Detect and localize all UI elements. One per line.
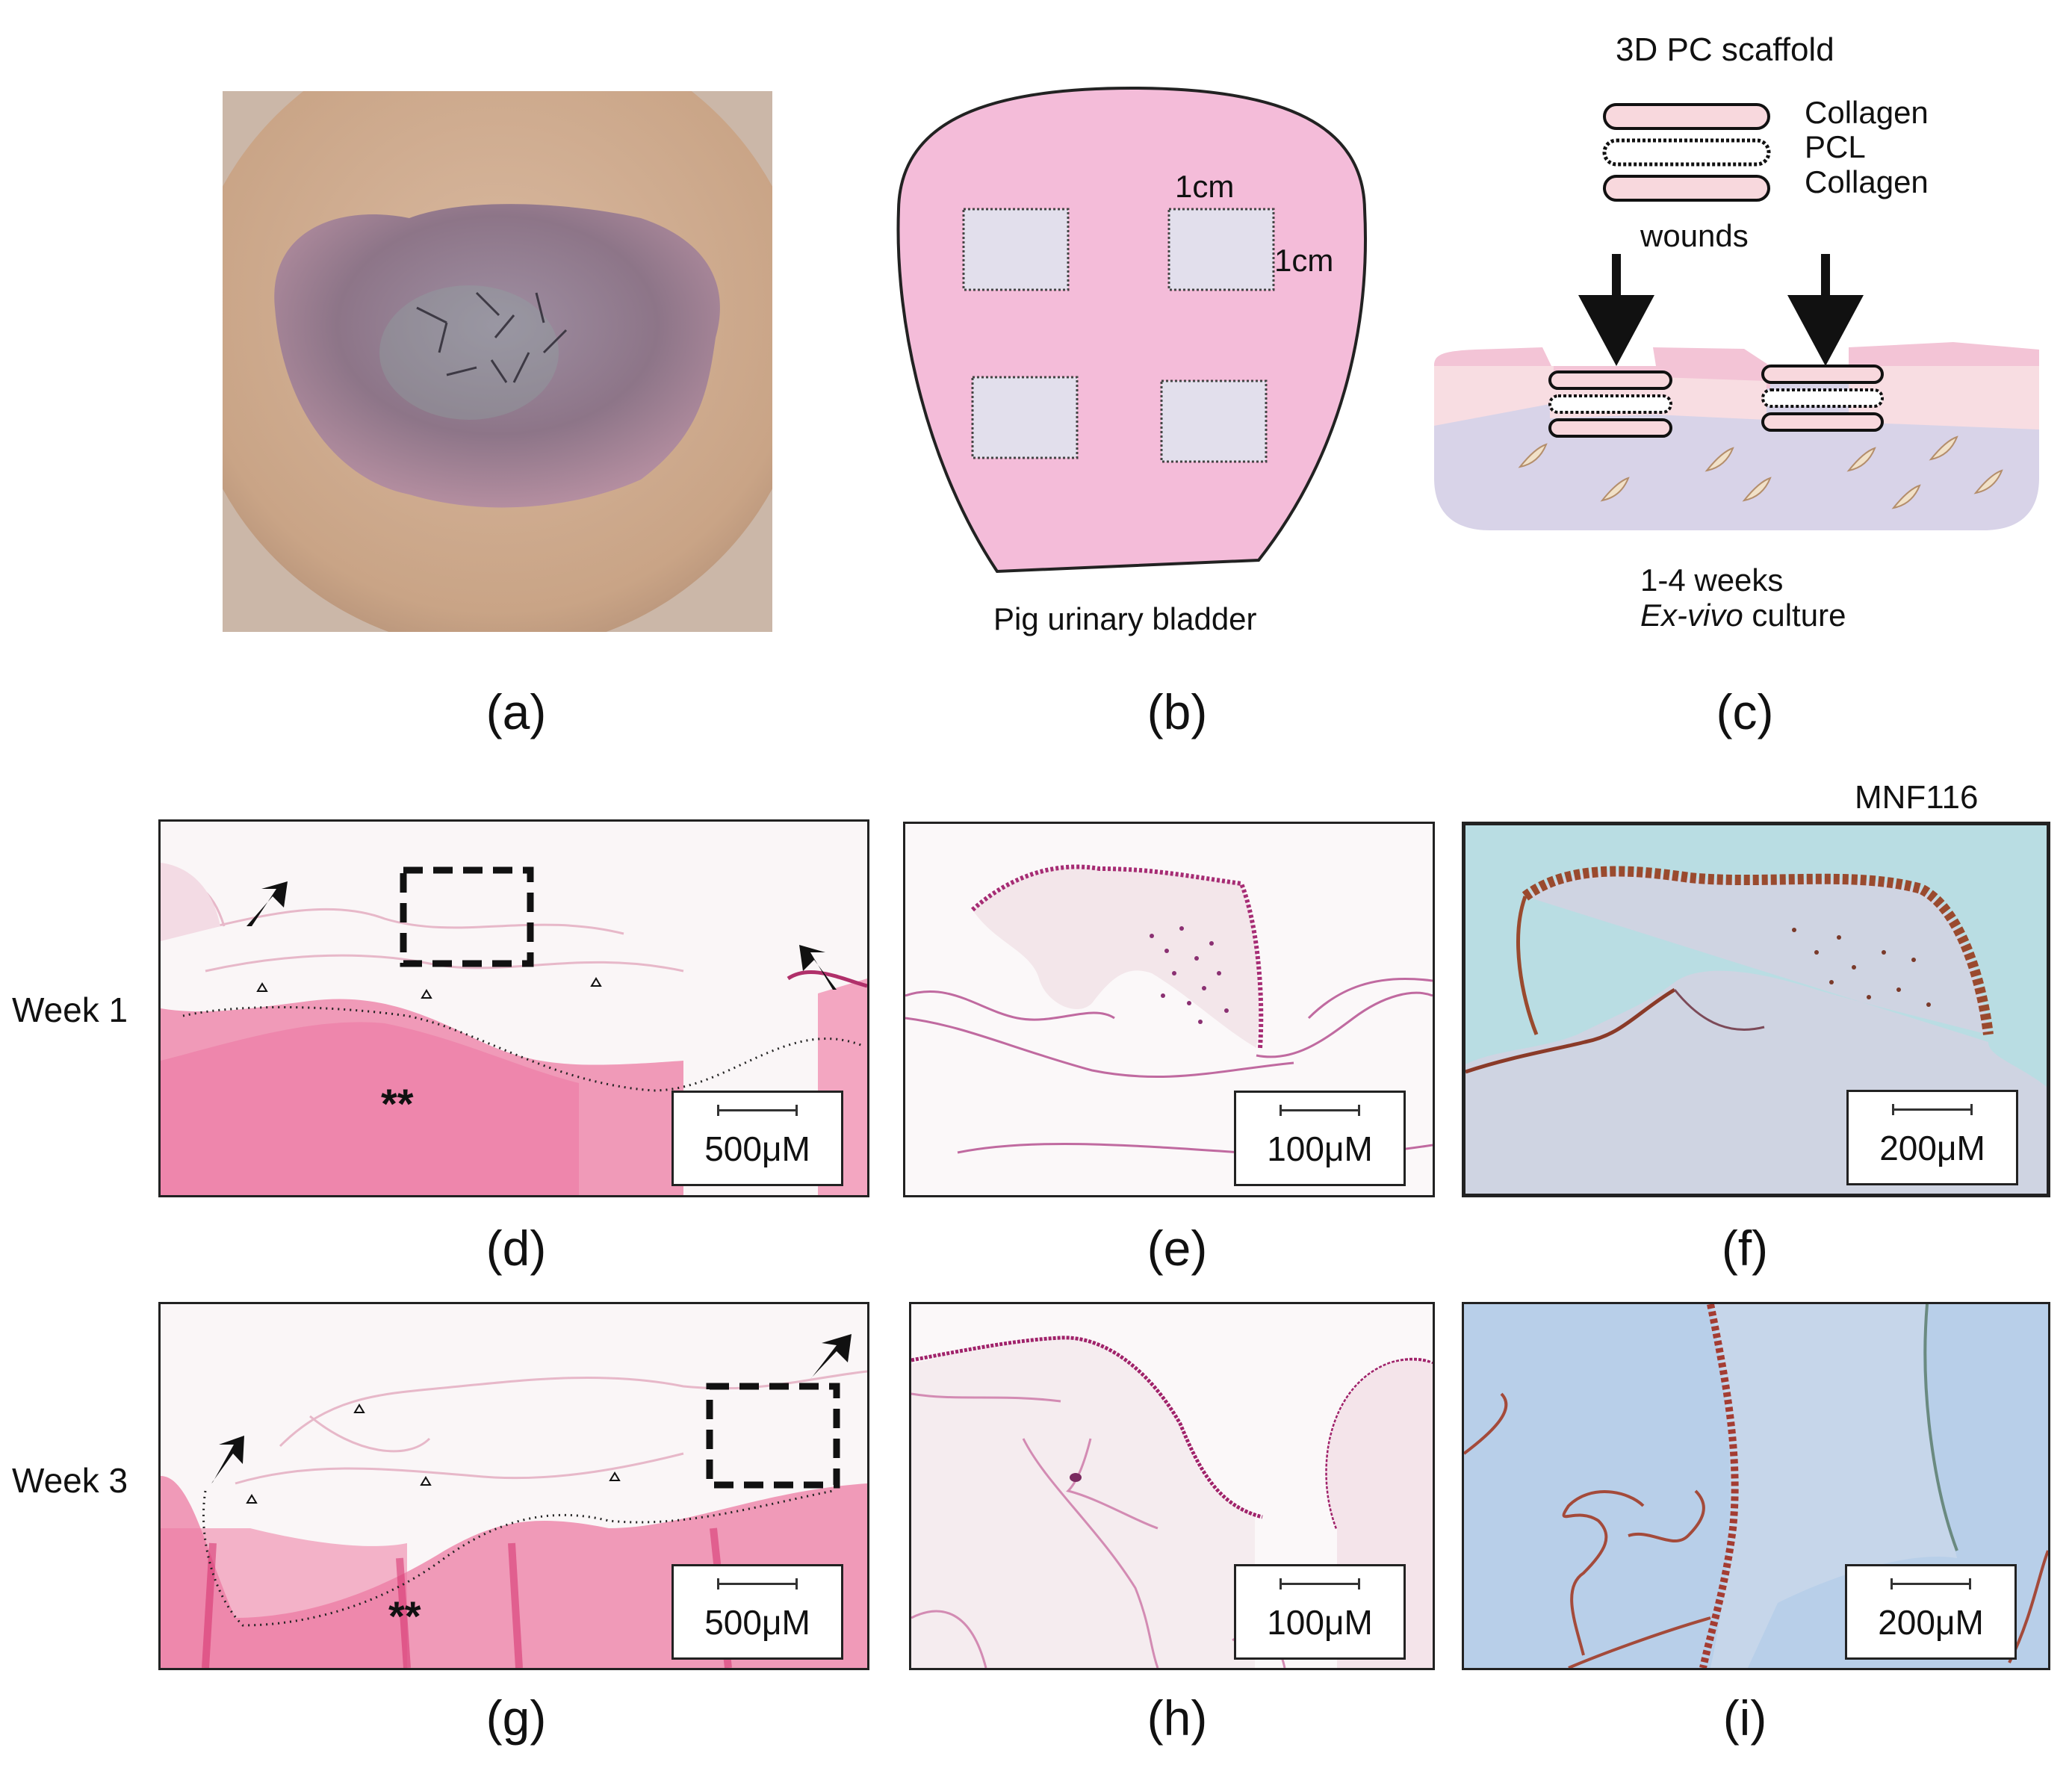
- hyperplastic-marker: **: [381, 1080, 414, 1127]
- culture-type-rest: culture: [1743, 598, 1846, 633]
- panel-i-micrograph: 200μM: [1462, 1302, 2050, 1670]
- panel-f-micrograph: 200μM: [1462, 822, 2050, 1197]
- stain-label: MNF116: [1855, 779, 1979, 816]
- panel-b-label: (b): [1147, 684, 1208, 739]
- row-label-week1: Week 1: [12, 990, 128, 1029]
- scaffold-layers: [1598, 97, 1778, 209]
- dimension-height-label: 1cm: [1274, 243, 1334, 278]
- scale-bar-g: 500μM: [671, 1564, 843, 1660]
- scale-bar-d: 500μM: [671, 1091, 843, 1186]
- dimension-width-label: 1cm: [1175, 169, 1235, 204]
- hyperplastic-marker-g: **: [388, 1592, 421, 1640]
- panel-d-label: (d): [486, 1221, 547, 1276]
- scale-bar-h-text: 100μM: [1267, 1603, 1373, 1642]
- panel-g-label: (g): [486, 1690, 547, 1746]
- panel-b-schematic: [893, 82, 1371, 583]
- layer-collagen-top: Collagen: [1805, 95, 1929, 130]
- panel-a-label: (a): [486, 684, 547, 739]
- panel-e-label: (e): [1147, 1221, 1208, 1276]
- layer-pcl: PCL: [1805, 129, 1866, 164]
- scale-bar-i: 200μM: [1845, 1564, 2017, 1660]
- layer-collagen-bottom: Collagen: [1805, 164, 1929, 199]
- scaffold-title: 3D PC scaffold: [1616, 31, 1834, 68]
- culture-type: Ex-vivo culture: [1640, 598, 1846, 633]
- scale-bar-g-text: 500μM: [704, 1603, 810, 1642]
- culture-duration: 1-4 weeks: [1640, 562, 1784, 598]
- scale-bar-d-text: 500μM: [704, 1129, 810, 1168]
- scale-bar-e-text: 100μM: [1267, 1129, 1373, 1168]
- scale-bar-h: 100μM: [1234, 1564, 1406, 1660]
- panel-g-micrograph: ** 500μM: [158, 1302, 869, 1670]
- wounds-label: wounds: [1640, 218, 1749, 253]
- panel-a-photo: [223, 91, 772, 632]
- panel-d-micrograph: ** 500μM: [158, 819, 869, 1197]
- panel-i-label: (i): [1722, 1690, 1767, 1746]
- scale-bar-f-text: 200μM: [1879, 1129, 1985, 1167]
- scale-bar-i-text: 200μM: [1878, 1603, 1984, 1642]
- scale-bar-f: 200μM: [1846, 1090, 2018, 1185]
- panel-e-micrograph: 100μM: [903, 822, 1435, 1197]
- row-label-week3: Week 3: [12, 1461, 128, 1500]
- panel-h-label: (h): [1147, 1690, 1208, 1746]
- panel-f-label: (f): [1721, 1221, 1769, 1276]
- scale-bar-e: 100μM: [1234, 1091, 1406, 1186]
- bladder-caption: Pig urinary bladder: [993, 601, 1257, 636]
- wound-model-diagram: [1430, 254, 2043, 538]
- panel-c-label: (c): [1716, 684, 1774, 739]
- culture-type-italic: Ex-vivo: [1640, 598, 1743, 633]
- panel-h-micrograph: 100μM: [909, 1302, 1435, 1670]
